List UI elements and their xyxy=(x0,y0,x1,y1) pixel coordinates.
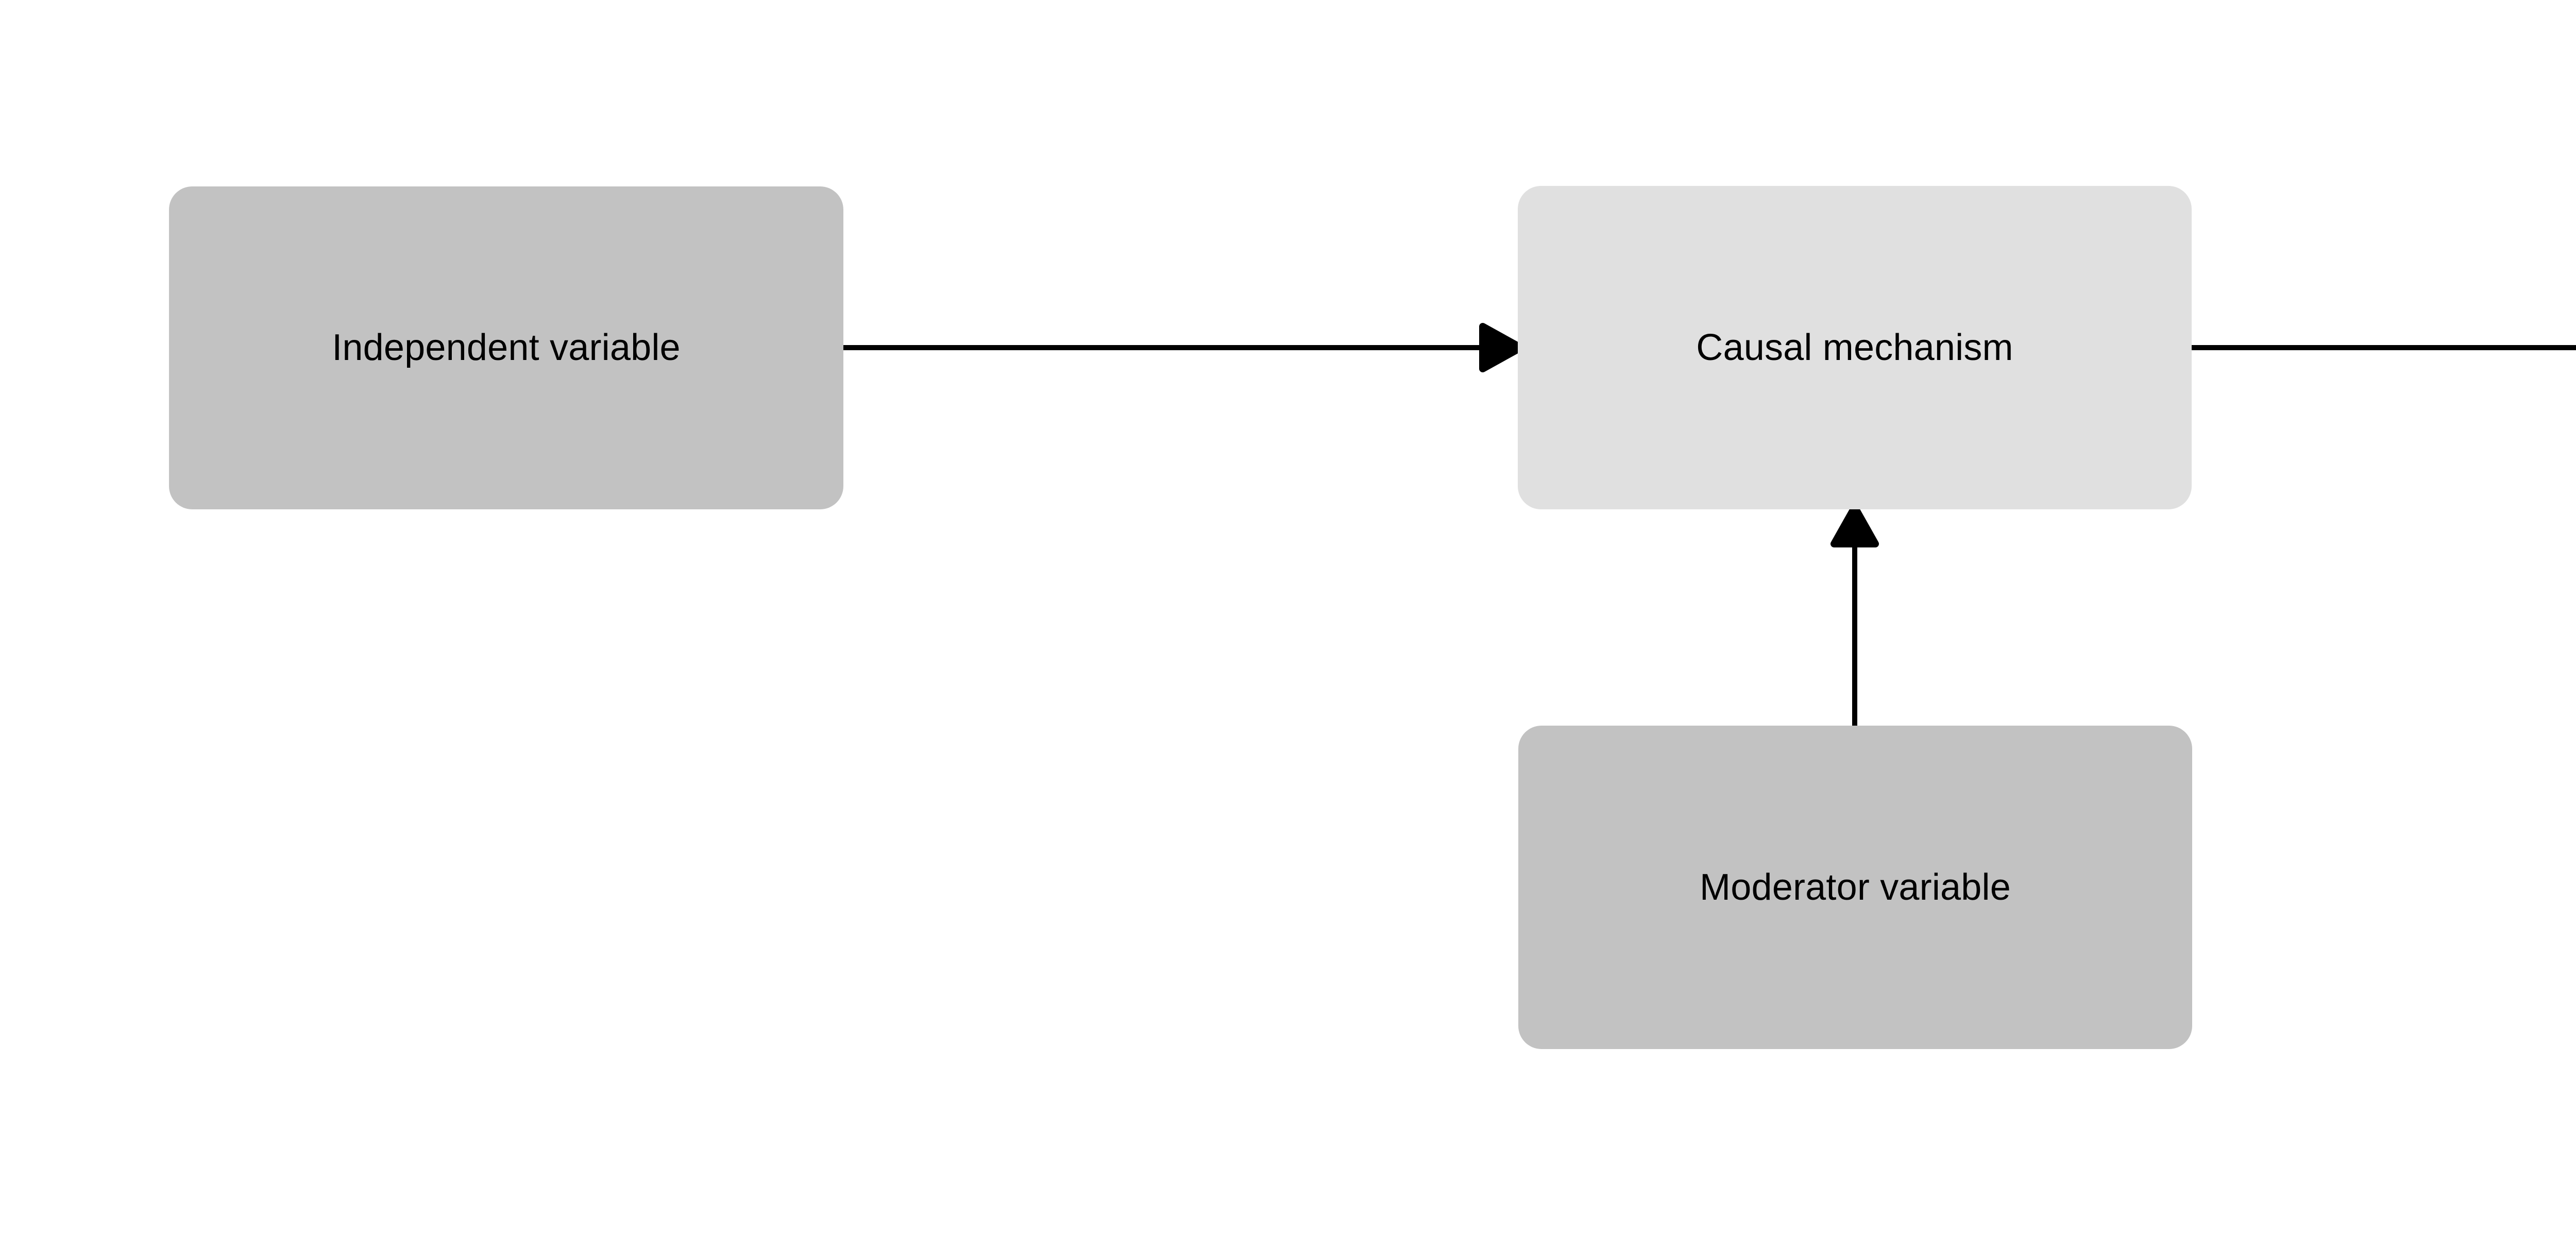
edge-moderator-to-mechanism[interactable] xyxy=(1831,504,1879,728)
node-label: Causal mechanism xyxy=(1696,327,2013,368)
edge-mechanism-to-dependent[interactable] xyxy=(2186,327,2576,369)
node-label: Moderator variable xyxy=(1700,866,2011,908)
node-moderator-variable[interactable]: Moderator variable xyxy=(1518,726,2192,1049)
arrowhead-up xyxy=(1831,504,1879,547)
arrowhead-right xyxy=(1479,323,1524,372)
node-independent-variable[interactable]: Independent variable xyxy=(169,186,843,509)
edge-independent-to-mechanism[interactable] xyxy=(837,323,1524,372)
node-label: Independent variable xyxy=(332,327,681,369)
node-causal-mechanism[interactable]: Causal mechanism xyxy=(1518,186,2192,509)
